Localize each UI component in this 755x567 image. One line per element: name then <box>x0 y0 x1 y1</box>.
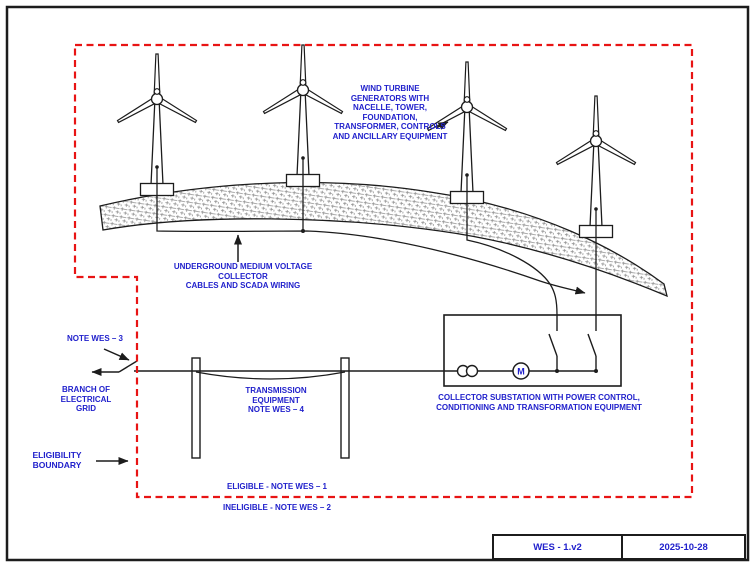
sagging-wire <box>195 371 346 380</box>
cable-turbine-3 <box>466 175 558 316</box>
branch-of-grid-label: BRANCH OF ELECTRICAL GRID <box>60 385 112 414</box>
drawing-date-cell: 2025-10-28 <box>621 534 746 560</box>
eligibility-boundary-label: ELIGIBILITY BOUNDARY <box>32 450 82 471</box>
ineligible-label: INELIGIBLE - NOTE WES – 2 <box>222 503 331 512</box>
wind-turbine-label: WIND TURBINE GENERATORS WITH NACELLE, TO… <box>332 84 448 141</box>
ground-hill <box>99 181 668 298</box>
meter-icon: M <box>512 362 530 380</box>
collector-substation-label: COLLECTOR SUBSTATION WITH POWER CONTROL,… <box>436 393 642 412</box>
disconnect-switch-2 <box>587 315 598 373</box>
grid-disconnect-switch <box>118 360 138 373</box>
cable-junction-dot <box>301 229 305 233</box>
transmission-pole-1 <box>191 357 201 459</box>
transformer-icon <box>456 364 479 378</box>
underground-cables-label: UNDERGROUND MEDIUM VOLTAGE COLLECTOR CAB… <box>173 262 313 291</box>
collector-substation: M <box>443 314 622 387</box>
transmission-equipment-label: TRANSMISSION EQUIPMENT NOTE WES – 4 <box>245 386 307 415</box>
eligible-label: ELIGIBLE - NOTE WES – 1 <box>226 482 327 491</box>
drawing-id-cell: WES - 1.v2 <box>492 534 623 560</box>
turbine-label-arrow <box>435 121 449 130</box>
note-wes-3-arrow <box>103 348 130 361</box>
disconnect-switch-1 <box>548 315 559 373</box>
label-arrows <box>96 121 449 465</box>
collector-cables <box>156 158 597 316</box>
page-border <box>5 5 750 562</box>
transmission-pole-2 <box>340 357 350 459</box>
meter-letter: M <box>517 367 525 377</box>
eligibility-boundary-line <box>73 43 694 499</box>
title-block: WES - 1.v2 2025-10-28 <box>492 534 746 560</box>
note-wes-3-label: NOTE WES – 3 <box>66 334 123 343</box>
transmission-line <box>91 357 444 459</box>
